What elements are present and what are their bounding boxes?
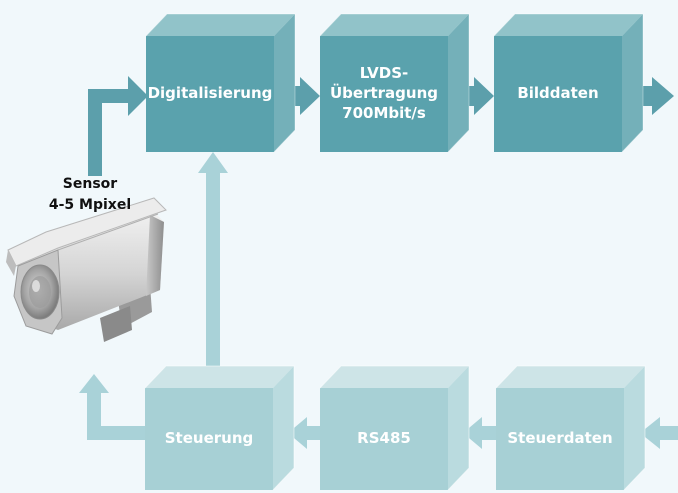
surveillance-camera-icon	[6, 197, 167, 342]
box-lvds-uebertragung	[319, 13, 470, 153]
bilddaten-output-arrow	[637, 77, 674, 115]
sensor-to-digitalisierung-arrow	[88, 76, 148, 176]
rs485-label: RS485	[357, 429, 411, 448]
steuerdaten-to-rs485-arrow	[463, 417, 496, 449]
input-to-steuerdaten-arrow	[640, 417, 678, 449]
steuerdaten-label: Steuerdaten	[507, 429, 613, 448]
sensor-label-line1: Sensor	[62, 176, 118, 192]
box-bilddaten	[493, 13, 644, 153]
lvds-to-bilddaten-arrow	[463, 77, 494, 115]
sensor-label: Sensor 4-5 Mpixel	[30, 174, 150, 216]
digitalisierung-label: Digitalisierung	[147, 84, 273, 103]
box-steuerdaten	[495, 365, 646, 491]
sensor-label-line2: 4-5 Mpixel	[48, 197, 132, 213]
box-rs485	[319, 365, 470, 491]
steuerung-to-camera-arrow	[79, 374, 145, 440]
steuerung-label: Steuerung	[164, 429, 254, 448]
bilddaten-label: Bilddaten	[517, 84, 599, 103]
box-steuerung	[144, 365, 295, 491]
steuerung-to-digitalisierung-arrow	[198, 152, 228, 370]
digitalisierung-to-lvds-arrow	[288, 77, 320, 115]
lvds-uebertragung-label: LVDS- Übertragung 700Mbit/s	[329, 64, 438, 122]
rs485-to-steuerung-arrow	[288, 417, 320, 449]
box-digitalisierung	[145, 13, 296, 153]
